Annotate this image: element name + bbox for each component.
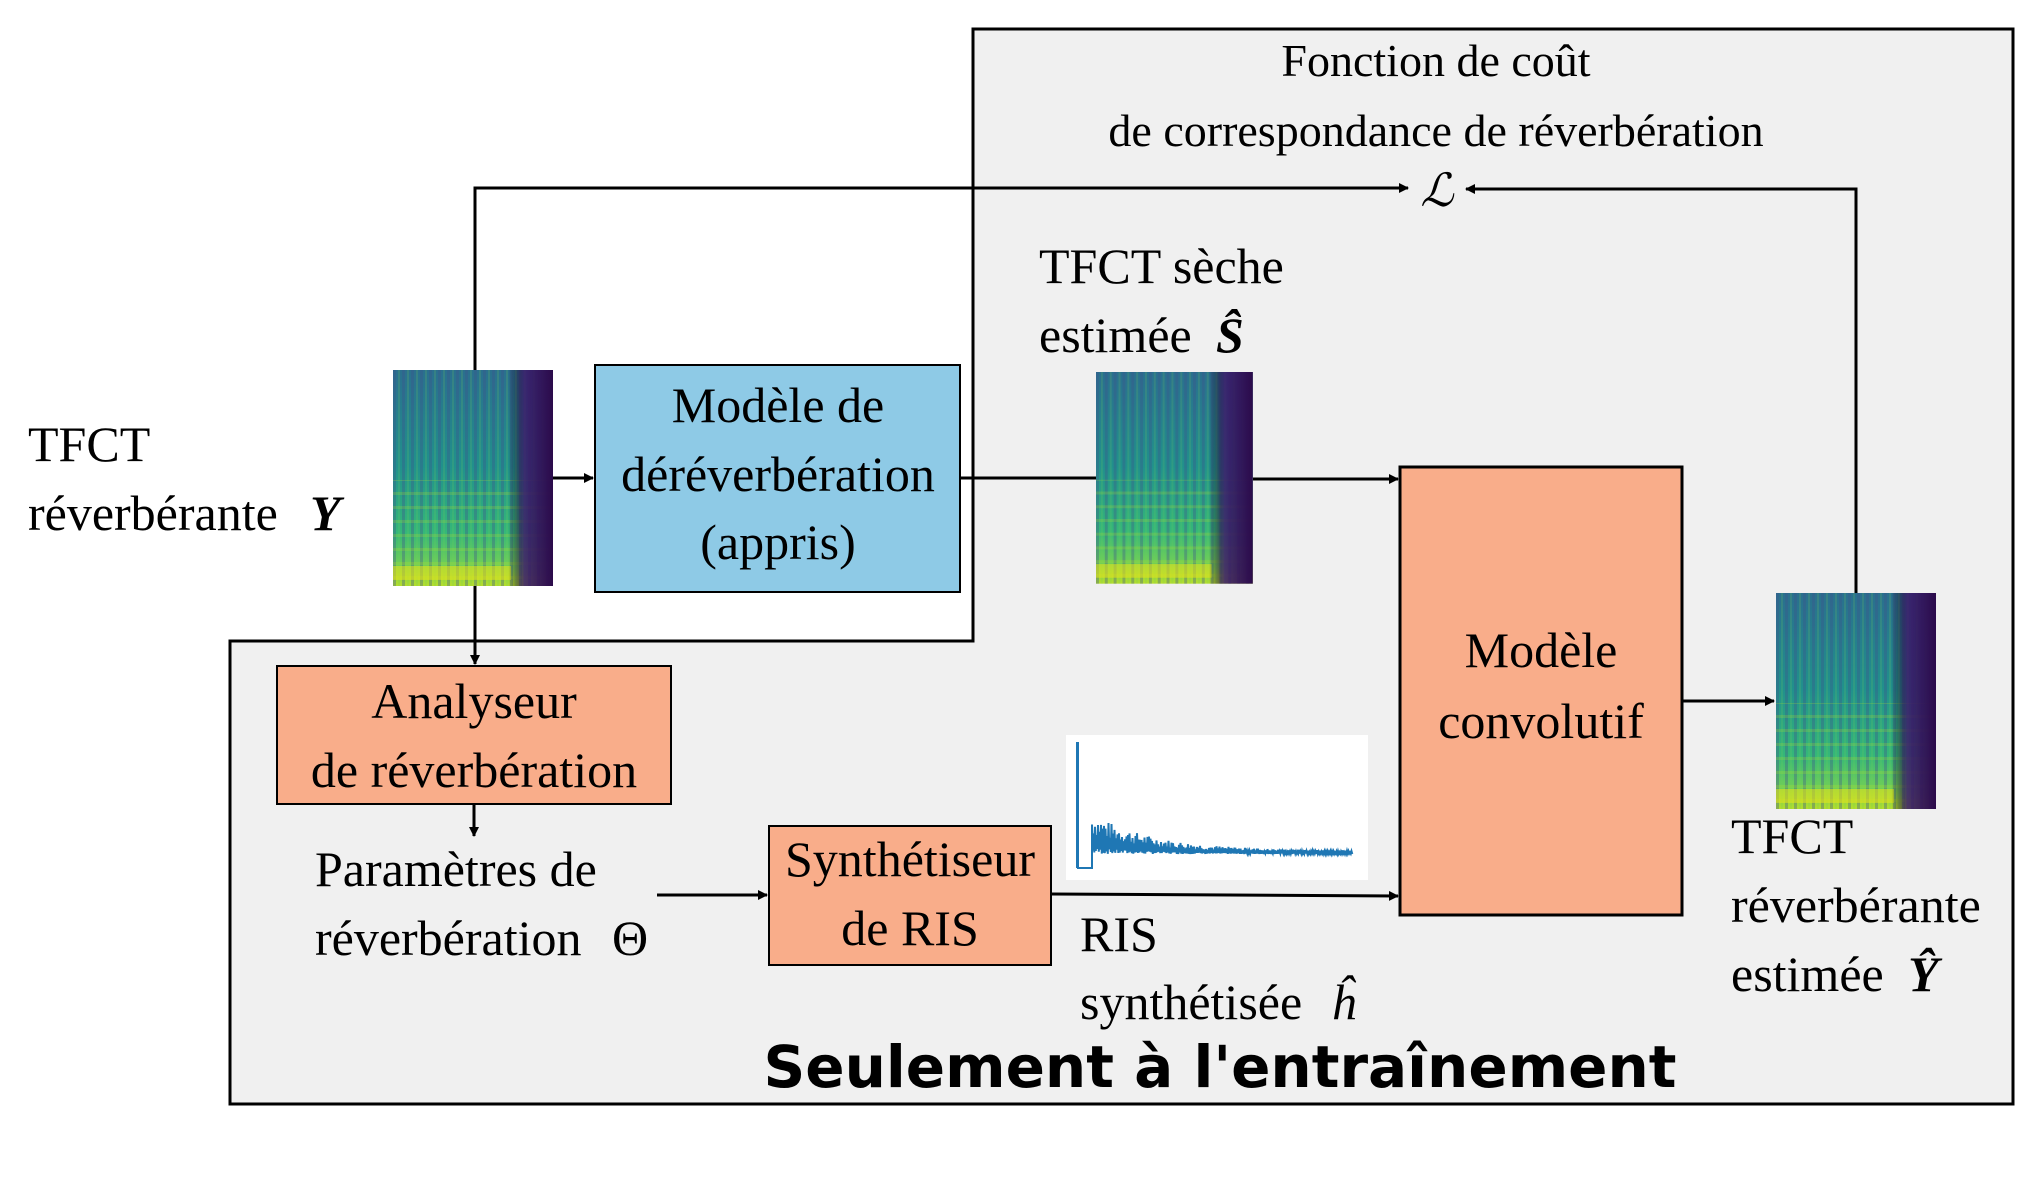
arrow-icon: [1050, 890, 1399, 901]
synth-ris-symbol: ĥ: [1331, 974, 1357, 1030]
est-reverb-symbol: Ŷ: [1908, 946, 1943, 1002]
synth-ris-label-line1: RIS: [1080, 906, 1158, 962]
ris-synth-box: [768, 825, 1052, 966]
ris-synth-line1: Synthétiseur: [785, 831, 1035, 887]
ris-synth-line2: de RIS: [841, 900, 979, 956]
dereverb-model-box: [594, 364, 961, 593]
input-stft-label-line1: TFCT: [28, 416, 150, 472]
connectors: [469, 183, 1858, 901]
est-reverb-label-line3: estimée: [1731, 946, 1884, 1002]
dereverb-model-line2: déréverbération: [621, 446, 935, 502]
reverb-analyzer-box: [276, 665, 672, 805]
arrow-icon: [1465, 184, 1858, 593]
reverb-params-label-line2: réverbération: [315, 910, 582, 966]
est-reverb-label-line2: réverbérante: [1731, 877, 1981, 933]
arrow-icon: [473, 183, 1409, 370]
dereverb-model-line1: Modèle de: [672, 377, 884, 433]
convolutive-model-line1: Modèle: [1465, 622, 1618, 678]
loss-label-line2: de correspondance de réverbération: [1108, 105, 1763, 156]
dereverb-model-line3: (appris): [700, 514, 856, 570]
loss-symbol: ℒ: [1420, 165, 1454, 216]
estimated-reverb-spectrogram-icon: [1776, 593, 1936, 809]
convolutive-model-box: [1398, 465, 1684, 917]
dry-stft-label-line2: estimée: [1039, 307, 1192, 363]
convolutive-model-line2: convolutif: [1438, 693, 1644, 749]
dry-stft-label-line1: TFCT sèche: [1039, 238, 1284, 294]
input-stft-symbol: Y: [310, 485, 345, 541]
dry-spectrogram-icon: [1096, 372, 1253, 584]
input-stft-label-line2: réverbérante: [28, 485, 278, 541]
reverb-analyzer-line1: Analyseur: [371, 673, 577, 729]
loss-label-line1: Fonction de coût: [1281, 35, 1590, 86]
training-only-label: Seulement à l'entraînement: [764, 1033, 1677, 1101]
dry-stft-symbol: Ŝ: [1216, 307, 1244, 363]
input-spectrogram-icon: [393, 370, 553, 586]
reverb-params-symbol: Θ: [612, 910, 648, 966]
reverb-analyzer-line2: de réverbération: [311, 742, 637, 798]
est-reverb-label-line1: TFCT: [1731, 808, 1853, 864]
synth-ris-label-line2: synthétisée: [1080, 974, 1302, 1030]
impulse-response-icon: [1066, 735, 1368, 880]
reverb-params-label-line1: Paramètres de: [315, 841, 597, 897]
